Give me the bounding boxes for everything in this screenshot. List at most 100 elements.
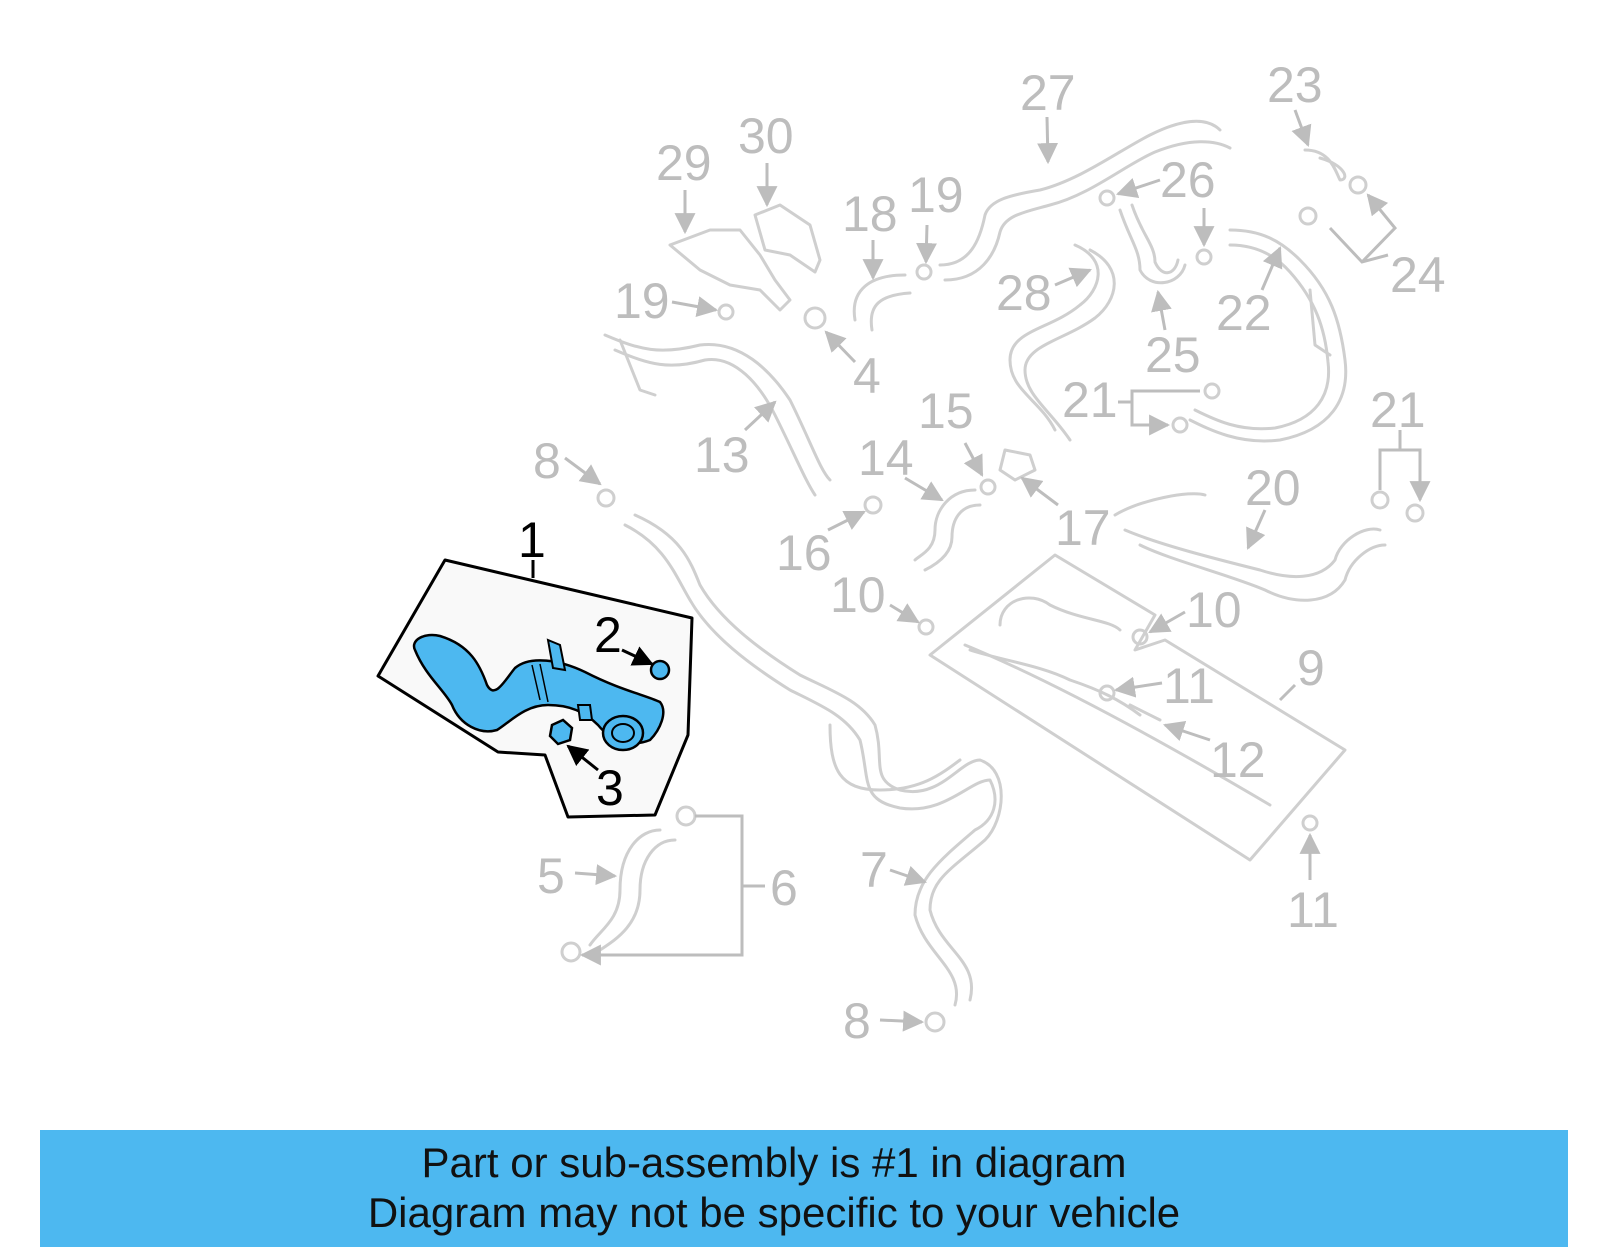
callout-19-left[interactable]: 19 xyxy=(614,273,670,329)
callout-9[interactable]: 9 xyxy=(1297,640,1325,696)
part-21-clamp-a xyxy=(1203,382,1221,400)
callout-21-right[interactable]: 21 xyxy=(1370,382,1426,438)
part-22-branch xyxy=(1308,288,1332,357)
part-6-clamp-top xyxy=(675,805,697,827)
leader-22 xyxy=(1260,246,1283,291)
part-27-pipe-b xyxy=(943,140,1232,282)
part-8-clamp-bottom xyxy=(924,1011,946,1033)
part-14-hose-b xyxy=(923,503,982,572)
part-25-hose-b xyxy=(1130,203,1180,275)
leader-8-bottom xyxy=(879,1010,925,1032)
part-10-clamp-b xyxy=(1131,628,1149,646)
callout-10-right[interactable]: 10 xyxy=(1186,582,1242,638)
banner-line-2: Diagram may not be specific to your vehi… xyxy=(367,1189,1181,1236)
callout-12[interactable]: 12 xyxy=(1210,732,1266,788)
part-4-clamp xyxy=(803,306,827,330)
part-29-housing xyxy=(668,228,792,312)
callout-19-top[interactable]: 19 xyxy=(908,167,964,223)
part-1-spout-icon xyxy=(546,638,567,672)
part-1-group[interactable] xyxy=(376,558,694,819)
callout-3[interactable]: 3 xyxy=(596,760,624,816)
part-13-bracket xyxy=(618,338,657,397)
part-22-pipe xyxy=(1188,228,1348,443)
callout-16[interactable]: 16 xyxy=(776,525,832,581)
leader-17 xyxy=(1020,476,1059,507)
callout-2[interactable]: 2 xyxy=(594,607,622,663)
part-25-hose xyxy=(1118,208,1187,285)
part-7-hose xyxy=(828,723,962,792)
leader-7 xyxy=(889,865,927,886)
callout-11-mid[interactable]: 11 xyxy=(1163,658,1215,714)
part-21-clamp-d xyxy=(1405,503,1425,523)
leader-2 xyxy=(621,646,654,666)
part-24-clamp-b xyxy=(1298,206,1318,226)
part-9-hose-upper xyxy=(998,596,1122,632)
part-8-hose xyxy=(633,513,1003,1002)
part-26-clamp-a xyxy=(1098,189,1116,207)
part-1-hose-icon[interactable] xyxy=(412,633,665,745)
callout-28[interactable]: 28 xyxy=(996,265,1052,321)
part-3-nut-icon[interactable] xyxy=(548,718,574,746)
part-8-hose-outline xyxy=(623,523,997,1007)
leader-19-top xyxy=(916,224,938,265)
callout-5[interactable]: 5 xyxy=(537,848,565,904)
leader-21-right xyxy=(1378,430,1420,500)
part-18-hose-b xyxy=(869,291,912,332)
leader-6 xyxy=(582,814,765,955)
callout-8-bottom[interactable]: 8 xyxy=(843,993,871,1049)
callout-30[interactable]: 30 xyxy=(738,108,794,164)
part-8-clamp-top xyxy=(596,488,616,508)
callout-22[interactable]: 22 xyxy=(1216,285,1272,341)
part-19-clamp-b xyxy=(717,303,735,321)
leader-23 xyxy=(1291,109,1312,147)
callout-1[interactable]: 1 xyxy=(518,512,546,568)
callout-25[interactable]: 25 xyxy=(1145,327,1201,383)
callout-4[interactable]: 4 xyxy=(853,348,881,404)
callout-11-bottom[interactable]: 11 xyxy=(1287,882,1339,938)
leader-15 xyxy=(963,442,984,477)
part-1-stub-icon xyxy=(576,704,594,721)
leader-28 xyxy=(1054,267,1092,288)
callout-14[interactable]: 14 xyxy=(858,430,914,486)
part-13-pipe-b xyxy=(613,348,817,497)
part-23-elbow xyxy=(1303,148,1347,182)
callout-6[interactable]: 6 xyxy=(770,860,798,916)
part-12-connector xyxy=(1128,703,1162,722)
callout-10-left[interactable]: 10 xyxy=(830,567,886,623)
callout-18[interactable]: 18 xyxy=(842,186,898,242)
part-1-hose-ridge xyxy=(531,663,549,703)
leader-3 xyxy=(566,744,599,772)
part-21-clamp-c xyxy=(1370,490,1390,510)
leader-27 xyxy=(1037,116,1059,165)
callout-17[interactable]: 17 xyxy=(1055,500,1111,556)
leader-5 xyxy=(574,864,618,886)
callout-29[interactable]: 29 xyxy=(656,135,712,191)
leader-14 xyxy=(904,476,944,502)
part-24-clamp-a xyxy=(1348,175,1368,195)
part-5-hose-b xyxy=(598,838,677,952)
callout-20[interactable]: 20 xyxy=(1245,460,1301,516)
leader-19-left xyxy=(671,296,719,317)
part-9-hose-lower xyxy=(968,648,1142,717)
part-15-clamp xyxy=(979,478,997,496)
callout-13[interactable]: 13 xyxy=(694,427,750,483)
part-20-hose xyxy=(1113,492,1382,579)
callout-21-mid[interactable]: 21 xyxy=(1062,372,1118,428)
part-21-clamp-b xyxy=(1171,416,1189,434)
callout-7[interactable]: 7 xyxy=(860,842,888,898)
part-27-pipe xyxy=(938,119,1222,267)
callout-15[interactable]: 15 xyxy=(918,383,974,439)
callout-8-top[interactable]: 8 xyxy=(533,433,561,489)
callout-26[interactable]: 26 xyxy=(1160,152,1216,208)
leader-10-right xyxy=(1148,610,1186,634)
part-6-clamp-bottom xyxy=(560,941,582,963)
part-5-hose xyxy=(588,828,662,947)
callout-27[interactable]: 27 xyxy=(1020,65,1076,121)
callout-23[interactable]: 23 xyxy=(1267,57,1323,113)
banner-line-1: Part or sub-assembly is #1 in diagram xyxy=(421,1139,1127,1186)
leader-8-top xyxy=(564,456,602,486)
part-11-clamp-b xyxy=(1301,814,1319,832)
callout-24[interactable]: 24 xyxy=(1390,247,1446,303)
part-13-pipe xyxy=(603,333,832,482)
part-2-clip-icon[interactable] xyxy=(649,659,671,681)
